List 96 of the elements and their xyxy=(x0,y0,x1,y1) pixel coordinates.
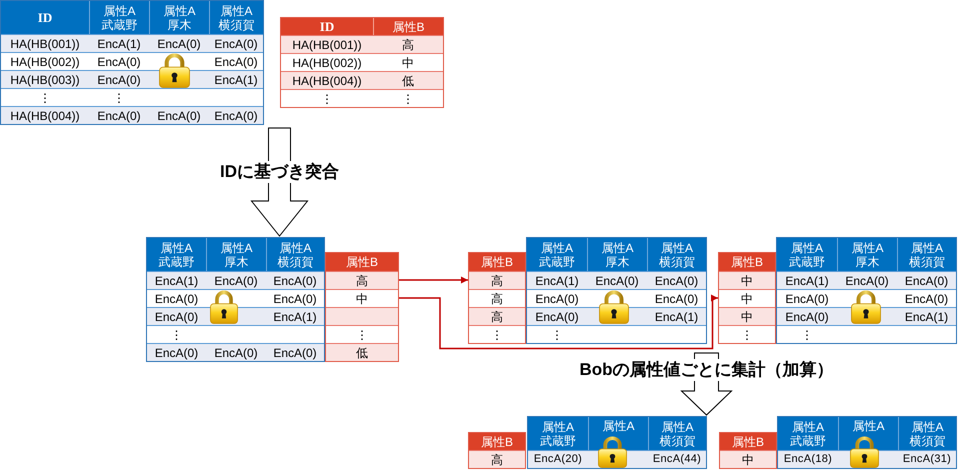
data-table xyxy=(719,432,777,469)
table-entry: ⋮ xyxy=(321,92,333,106)
table-entry: EncA(0) xyxy=(214,108,258,122)
table-entry: EncA(0) xyxy=(535,310,579,324)
table-entry: EncA(0) xyxy=(845,274,889,288)
table-entry: EncA(0) xyxy=(97,72,141,86)
table-entry: EncA(0) xyxy=(154,310,198,324)
table-entry: EncA(1) xyxy=(535,274,579,288)
table-entry: ⋮ xyxy=(801,328,813,342)
table-entry: ⋮ xyxy=(170,328,182,342)
table-entry: EncA(0) xyxy=(273,292,317,306)
arrow xyxy=(399,276,468,284)
data-table xyxy=(777,416,957,469)
data-table xyxy=(146,237,325,362)
table-entry: EncA(0) xyxy=(535,292,579,306)
table-entry: EncA(1) xyxy=(214,72,258,86)
table-entry: EncA(0) xyxy=(157,108,201,122)
data-table xyxy=(468,252,526,344)
data-table xyxy=(468,432,526,469)
arrow xyxy=(399,294,718,350)
table-entry: EncA(0) xyxy=(214,54,258,68)
table-entry: HA(HB(001)) xyxy=(292,38,362,52)
table-entry: 中 xyxy=(741,310,753,324)
table-entry: EncA(0) xyxy=(785,310,829,324)
table-entry: EncA(0) xyxy=(214,274,258,288)
table-entry: 中 xyxy=(742,452,754,466)
table-entry: EncA(0) xyxy=(654,292,698,306)
table-entry: HA(HB(004)) xyxy=(292,74,362,88)
table-entry: ⋮ xyxy=(741,328,753,342)
column-header: 属性B xyxy=(730,434,765,450)
column-header: 属性B xyxy=(480,434,514,450)
data-table xyxy=(325,252,399,362)
table-entry: ⋮ xyxy=(113,90,125,104)
table-entry: HA(HB(003)) xyxy=(10,72,80,86)
data-table xyxy=(776,237,957,344)
table-entry: EncA(0) xyxy=(97,54,141,68)
table-entry: ⋮ xyxy=(491,328,503,342)
table-entry: EncA(0) xyxy=(273,346,317,360)
table-entry: ⋮ xyxy=(39,90,51,104)
table-entry: EncA(1) xyxy=(654,310,698,324)
table-entry: EncA(44) xyxy=(652,453,702,466)
table-entry: EncA(0) xyxy=(595,274,639,288)
table-entry: 高 xyxy=(356,274,368,288)
table-entry: EncA(0) xyxy=(785,292,829,306)
edge-label: IDに基づき突合 xyxy=(218,161,341,183)
table-entry: EncA(1) xyxy=(154,274,198,288)
table-entry: ⋮ xyxy=(551,328,563,342)
table-entry: ⋮ xyxy=(402,92,414,106)
table-entry: 低 xyxy=(356,346,368,360)
table-entry: 高 xyxy=(491,274,503,288)
table-entry: EncA(0) xyxy=(214,346,258,360)
data-table xyxy=(280,17,444,108)
table-entry: EncA(1) xyxy=(904,310,948,324)
table-entry: EncA(1) xyxy=(785,274,829,288)
table-entry: EncA(0) xyxy=(154,292,198,306)
table-entry: 高 xyxy=(491,292,503,306)
table-entry: EncA(0) xyxy=(273,274,317,288)
data-table xyxy=(526,237,707,344)
column-header: 属性B xyxy=(480,254,514,271)
column-header: 属性A 武蔵野 xyxy=(158,240,196,270)
table-entry: 中 xyxy=(356,292,368,306)
table-entry: HA(HB(004)) xyxy=(10,108,80,122)
data-table xyxy=(527,416,707,469)
table-entry: EncA(0) xyxy=(214,36,258,50)
table-entry: 高 xyxy=(491,310,503,324)
column-header: 属性A 武蔵野 xyxy=(538,240,576,270)
table-entry: HA(HB(002)) xyxy=(10,54,80,68)
column-header: 属性A 武蔵野 xyxy=(789,418,827,450)
table-entry: EncA(1) xyxy=(273,310,317,324)
table-entry: EncA(0) xyxy=(157,36,201,50)
data-table xyxy=(0,0,264,125)
table-entry: EncA(18) xyxy=(784,453,832,466)
table-entry: EncA(20) xyxy=(534,453,582,466)
column-header: ID xyxy=(318,18,336,35)
column-header: 属性A 武蔵野 xyxy=(788,240,826,270)
table-entry: HA(HB(001)) xyxy=(10,36,80,50)
table-entry: 中 xyxy=(402,56,414,70)
table-entry: EncA(1) xyxy=(97,36,141,50)
table-entry: HA(HB(002)) xyxy=(292,56,362,70)
table-entry: EncA(0) xyxy=(154,346,198,360)
table-entry: 中 xyxy=(741,274,753,288)
table-entry: EncA(0) xyxy=(97,108,141,122)
data-table xyxy=(718,252,776,344)
table-entry: EncA(0) xyxy=(904,274,948,288)
column-header: ID xyxy=(36,8,54,26)
table-entry: ⋮ xyxy=(356,328,368,342)
table-entry: 高 xyxy=(491,452,503,466)
table-entry: 低 xyxy=(402,74,414,88)
column-header: 属性B xyxy=(730,254,764,271)
table-entry: 高 xyxy=(402,38,414,52)
table-entry: EncA(0) xyxy=(654,274,698,288)
table-entry: EncA(0) xyxy=(904,292,948,306)
table-entry: EncA(31) xyxy=(902,453,952,466)
column-header: 属性B xyxy=(344,254,379,271)
column-header: 属性A 武蔵野 xyxy=(539,418,577,450)
table-entry: 中 xyxy=(741,292,753,306)
